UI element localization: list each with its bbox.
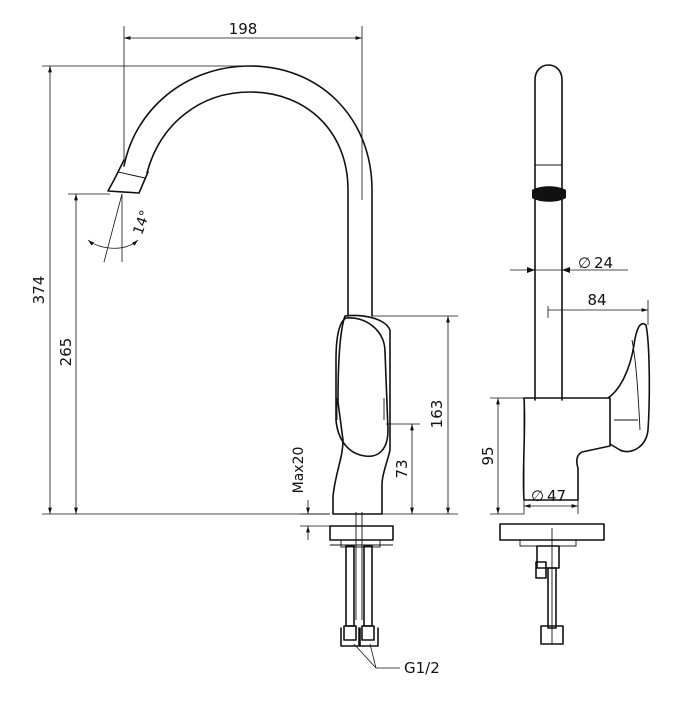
spout-aerator: [107, 159, 149, 194]
spout-inner-edge: [146, 91, 349, 317]
dim-base-diameter-label: 47: [547, 487, 566, 505]
handle-lever: [335, 317, 389, 458]
supply-hoses: [340, 512, 379, 647]
spout-outer-edge: [123, 65, 373, 317]
dim-spout-angle-label: 14°: [130, 208, 154, 237]
dim-max-deck-label: Max20: [291, 447, 307, 494]
dim-body-height-label: 163: [428, 400, 446, 429]
dim-total-height-label: 374: [30, 276, 48, 305]
mounting-plate: [329, 525, 394, 541]
dim-spout-diameter-label: 24: [594, 254, 613, 272]
dim-connection-label: G1/2: [404, 659, 440, 677]
side-view: [499, 64, 651, 645]
side-spout: [534, 64, 563, 401]
dim-handle-reach-label: 84: [587, 291, 606, 309]
dim-handle-height-label: 73: [393, 459, 411, 478]
front-view: [107, 65, 394, 647]
side-handle: [607, 323, 651, 453]
dim-base-height-label: 95: [479, 446, 497, 465]
faucet-body: [332, 314, 391, 515]
dimension-lines: [42, 26, 649, 669]
dim-spout-diameter-symbol: ∅: [578, 254, 591, 272]
dim-base-diameter-symbol: ∅: [531, 487, 544, 505]
dim-spout-reach-label: 198: [229, 20, 258, 38]
side-supply-hose: [540, 528, 564, 645]
dim-outlet-height-label: 265: [57, 338, 75, 367]
side-body: [522, 397, 611, 501]
side-aerator: [532, 186, 566, 202]
